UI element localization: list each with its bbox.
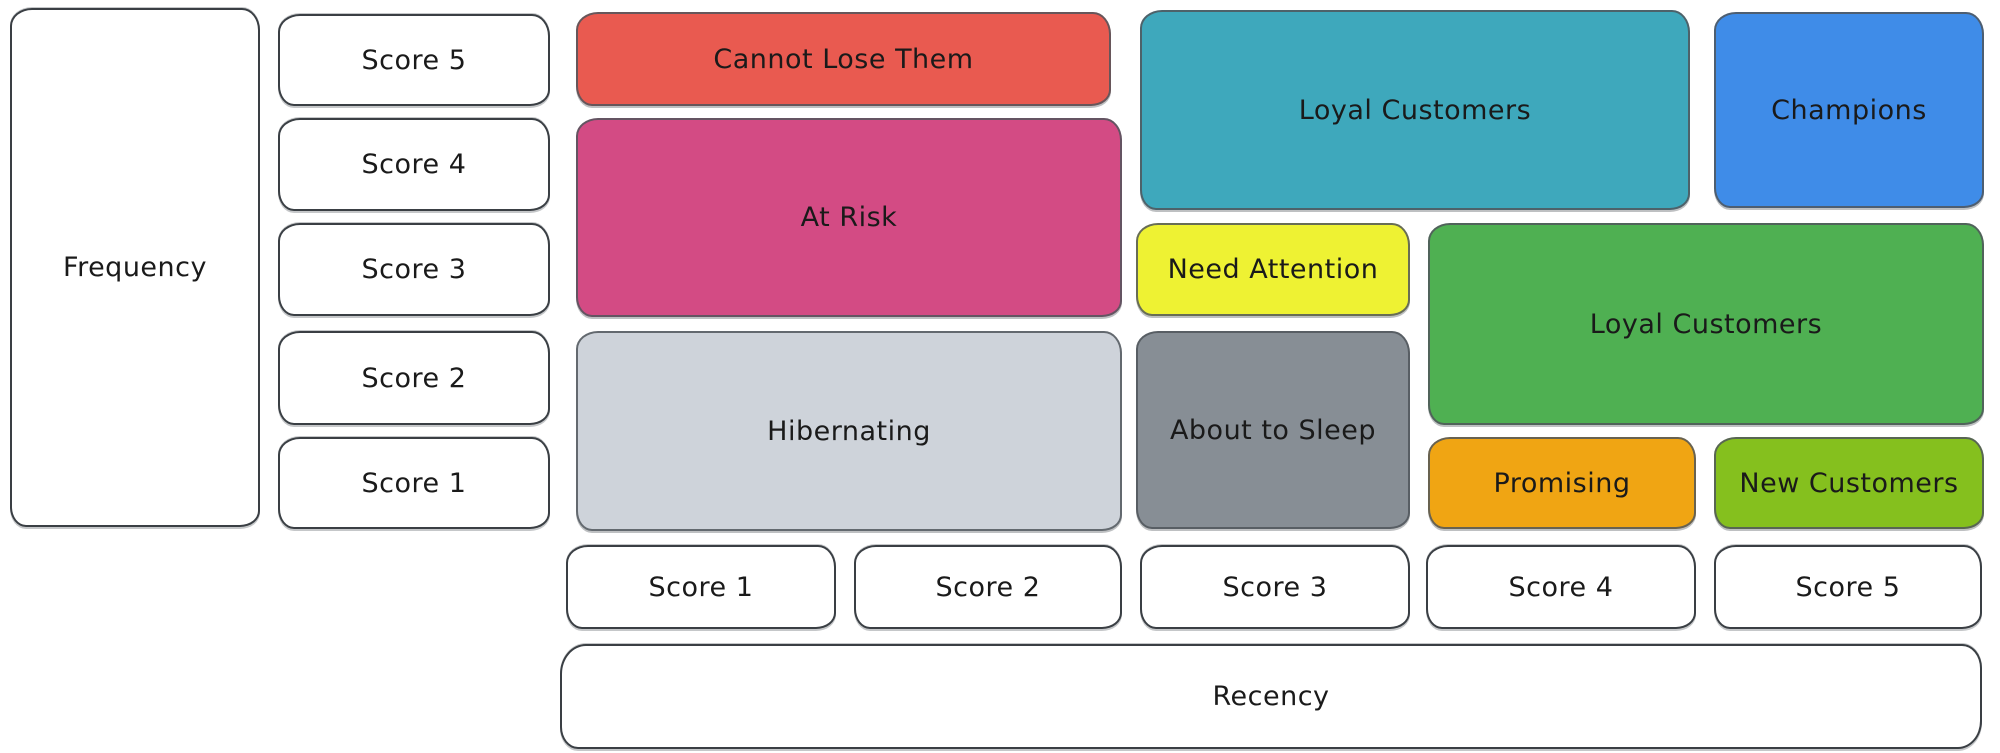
frequency-score-4-label: Score 4 xyxy=(361,149,467,180)
segment-label: New Customers xyxy=(1739,467,1959,499)
segment-new-customers: New Customers xyxy=(1714,437,1984,529)
segment-label: Need Attention xyxy=(1167,254,1379,285)
segment-label: Loyal Customers xyxy=(1298,94,1532,126)
segment-about-to-sleep: About to Sleep xyxy=(1136,331,1410,529)
segment-label: Cannot Lose Them xyxy=(713,43,974,75)
segment-loyal-customers-upper: Loyal Customers xyxy=(1140,10,1690,210)
recency-score-3-box: Score 3 xyxy=(1140,545,1410,629)
segment-at-risk: At Risk xyxy=(576,118,1122,317)
segment-need-attention: Need Attention xyxy=(1136,223,1410,316)
recency-score-3-label: Score 3 xyxy=(1222,571,1328,603)
frequency-score-3-box: Score 3 xyxy=(278,223,550,316)
segment-label: Hibernating xyxy=(767,415,931,447)
frequency-score-2-label: Score 2 xyxy=(361,362,467,394)
frequency-score-2-box: Score 2 xyxy=(278,331,550,425)
recency-score-4-label: Score 4 xyxy=(1508,571,1614,603)
segment-hibernating: Hibernating xyxy=(576,331,1122,531)
frequency-axis-label-box: Frequency xyxy=(10,8,260,527)
segment-loyal-customers-lower: Loyal Customers xyxy=(1428,223,1984,425)
segment-label: At Risk xyxy=(800,202,898,233)
segment-label: Promising xyxy=(1493,467,1631,499)
recency-score-1-label: Score 1 xyxy=(648,571,754,603)
recency-score-5-box: Score 5 xyxy=(1714,545,1982,629)
recency-score-5-label: Score 5 xyxy=(1795,571,1901,603)
frequency-score-4-box: Score 4 xyxy=(278,118,550,211)
recency-score-1-box: Score 1 xyxy=(566,545,836,629)
recency-score-2-label: Score 2 xyxy=(935,571,1041,603)
frequency-score-1-box: Score 1 xyxy=(278,437,550,529)
segment-label: Champions xyxy=(1771,94,1927,126)
frequency-score-5-label: Score 5 xyxy=(361,44,467,76)
segment-label: About to Sleep xyxy=(1169,414,1377,446)
recency-score-2-box: Score 2 xyxy=(854,545,1122,629)
segment-label: Loyal Customers xyxy=(1589,308,1823,340)
recency-axis-label: Recency xyxy=(1212,681,1330,712)
segment-promising: Promising xyxy=(1428,437,1696,529)
frequency-axis-label: Frequency xyxy=(63,252,207,283)
segment-cannot-lose-them: Cannot Lose Them xyxy=(576,12,1111,106)
recency-axis-label-box: Recency xyxy=(560,644,1982,749)
frequency-score-5-box: Score 5 xyxy=(278,14,550,106)
segment-champions: Champions xyxy=(1714,12,1984,208)
frequency-score-1-label: Score 1 xyxy=(361,467,467,499)
recency-score-4-box: Score 4 xyxy=(1426,545,1696,629)
frequency-score-3-label: Score 3 xyxy=(361,254,467,285)
